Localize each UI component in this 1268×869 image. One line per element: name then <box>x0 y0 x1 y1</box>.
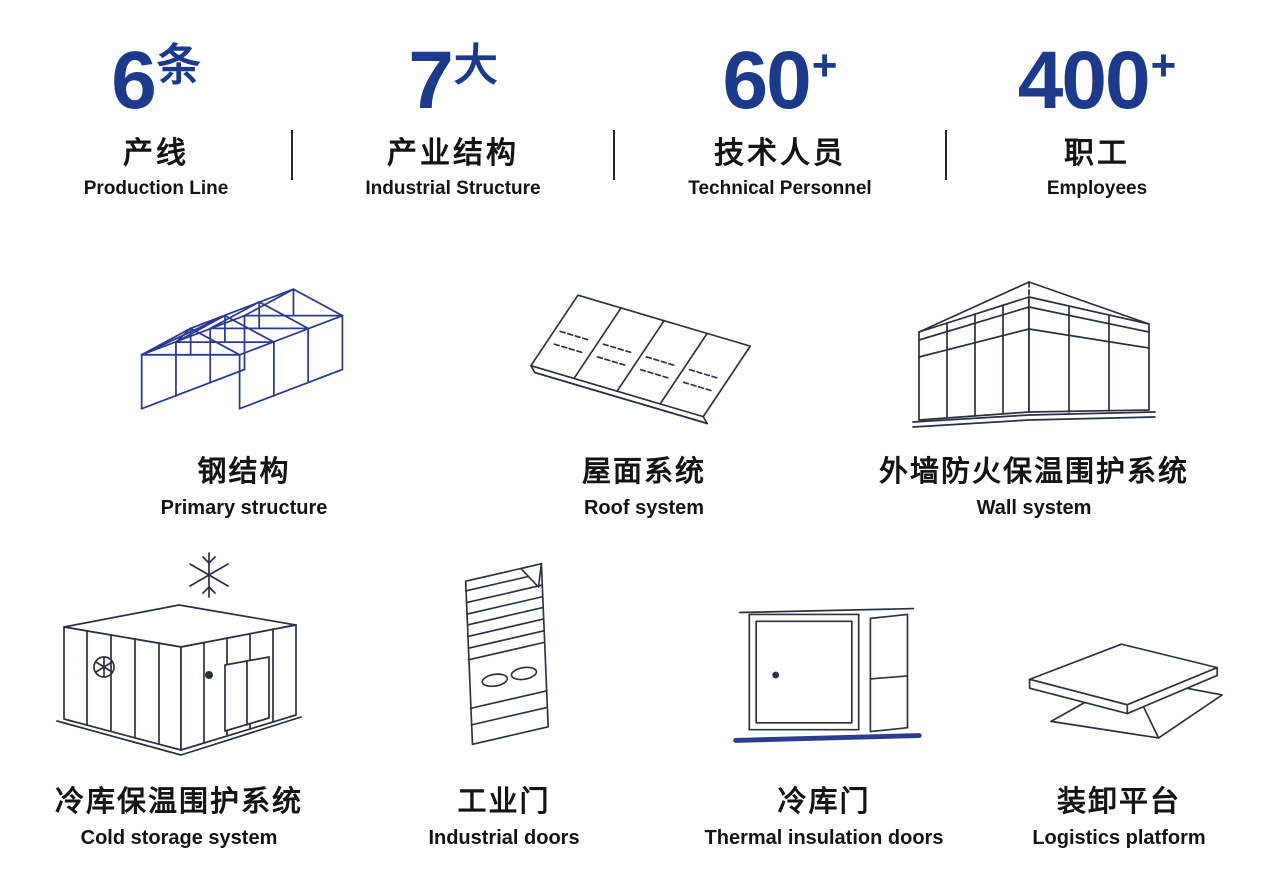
stat-number: 60 <box>722 35 812 126</box>
stat-suffix: + <box>811 41 838 90</box>
stats-row: 6 条 产线 Production Line 7 大 产业结构 Industri… <box>0 0 1268 200</box>
product-zh-label: 钢结构 <box>197 455 291 488</box>
product-en-label: Thermal insulation doors <box>704 826 944 849</box>
stat-number-wrap: 60 + <box>722 35 838 126</box>
stat-number-wrap: 6 条 <box>111 35 201 126</box>
product-cold-storage: 冷库保温围护系统 Cold storage system <box>14 544 344 850</box>
product-en-label: Logistics platform <box>1032 826 1206 849</box>
stat-divider <box>613 130 615 180</box>
stat-industrial-structure: 7 大 产业结构 Industrial Structure <box>293 35 613 200</box>
stat-suffix: 大 <box>453 41 498 90</box>
stat-number: 7 <box>408 35 454 126</box>
stat-number: 6 <box>111 35 157 126</box>
stat-number-wrap: 7 大 <box>408 35 498 126</box>
stat-employees: 400 + 职工 Employees <box>947 35 1247 200</box>
stat-number-wrap: 400 + <box>1017 35 1177 126</box>
product-steel-structure: 钢结构 Primary structure <box>14 234 474 520</box>
product-zh-label: 外墙防火保温围护系统 <box>878 455 1189 488</box>
product-zh-label: 工业门 <box>457 785 551 818</box>
stat-technical-personnel: 60 + 技术人员 Technical Personnel <box>615 35 945 200</box>
stat-suffix: 条 <box>156 41 201 90</box>
stat-en-label: Production Line <box>83 177 229 199</box>
thermal-door-icon <box>722 544 927 762</box>
product-row-2: 冷库保温围护系统 Cold storage system <box>14 544 1254 850</box>
product-industrial-door: 工业门 Industrial doors <box>344 544 664 850</box>
product-en-label: Cold storage system <box>80 826 278 849</box>
product-roof-system: 屋面系统 Roof system <box>474 234 814 520</box>
product-en-label: Primary structure <box>160 496 328 519</box>
product-thermal-door: 冷库门 Thermal insulation doors <box>664 544 984 850</box>
stat-zh-label: 技术人员 <box>714 136 846 170</box>
product-zh-label: 冷库保温围护系统 <box>54 785 303 818</box>
product-en-label: Wall system <box>976 496 1092 519</box>
stat-production-line: 6 条 产线 Production Line <box>21 35 291 200</box>
stat-suffix: + <box>1150 41 1177 90</box>
product-row-1: 钢结构 Primary structure <box>14 234 1254 520</box>
product-loading-platform: 装卸平台 Logistics platform <box>984 544 1254 850</box>
stat-divider <box>945 130 947 180</box>
stat-zh-label: 职工 <box>1064 136 1130 170</box>
stat-number: 400 <box>1017 35 1151 126</box>
product-zh-label: 装卸平台 <box>1056 785 1181 818</box>
stat-zh-label: 产线 <box>123 136 189 170</box>
stat-en-label: Industrial Structure <box>365 177 541 199</box>
stat-zh-label: 产业结构 <box>387 136 519 170</box>
cold-storage-icon <box>49 544 309 762</box>
product-en-label: Roof system <box>583 496 705 519</box>
stat-divider <box>291 130 293 180</box>
product-en-label: Industrial doors <box>428 826 580 849</box>
industrial-door-icon <box>422 544 587 762</box>
product-zh-label: 冷库门 <box>777 785 871 818</box>
product-zh-label: 屋面系统 <box>581 455 706 488</box>
wall-system-icon <box>909 234 1159 432</box>
product-wall-system: 外墙防火保温围护系统 Wall system <box>814 234 1254 520</box>
stat-en-label: Employees <box>1046 177 1148 199</box>
loading-platform-icon <box>1012 544 1227 762</box>
stat-en-label: Technical Personnel <box>688 177 872 199</box>
roof-system-icon <box>527 234 762 432</box>
steel-structure-icon <box>127 234 362 432</box>
